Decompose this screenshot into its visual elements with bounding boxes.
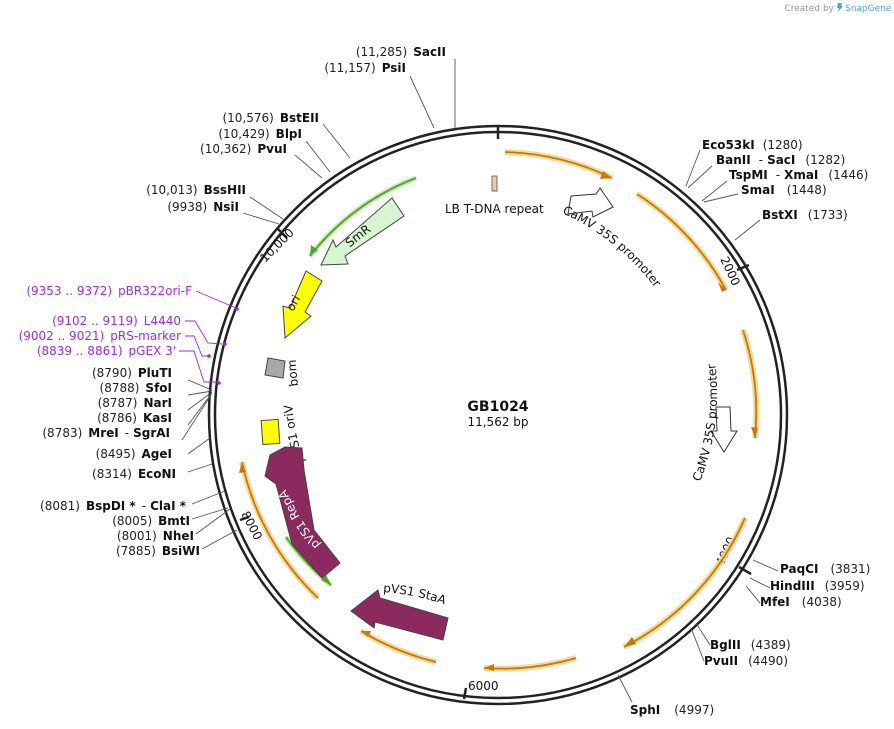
svg-text:Eco53kI(1280): Eco53kI(1280) <box>702 138 803 152</box>
orf-arrowhead-4 <box>624 637 636 647</box>
ori-label: ori <box>283 293 303 314</box>
credit-prefix: Created by <box>784 4 834 14</box>
svg-text:(8081)BspDI *-ClaI *: (8081)BspDI *-ClaI * <box>40 499 187 513</box>
svg-text:(8314)EcoNI: (8314)EcoNI <box>92 467 176 481</box>
svg-text:PvuII(4490): PvuII(4490) <box>704 654 788 668</box>
svg-text:SmaI(1448): SmaI(1448) <box>741 183 827 197</box>
svg-text:(8790)PluTI: (8790)PluTI <box>92 366 172 380</box>
primer-marks <box>207 307 239 385</box>
orf-arc-2 <box>636 193 727 291</box>
primer-labels: (9353 .. 9372)pBR322ori-F (9102 .. 9119)… <box>19 284 193 358</box>
svg-text:(8787)NarI: (8787)NarI <box>98 396 172 410</box>
svg-text:(10,576)BstEII: (10,576)BstEII <box>222 111 319 125</box>
ori-arrow <box>282 270 323 340</box>
pvs1-oriv-marker <box>260 418 281 446</box>
bom-label: bom <box>285 359 301 387</box>
svg-text:(11,157)PsiI: (11,157)PsiI <box>324 61 406 75</box>
svg-text:BglII(4389): BglII(4389) <box>710 638 791 652</box>
primer-leader-lines <box>179 290 237 383</box>
camv-promoter-1-label: CaMV 35S promoter <box>561 203 664 290</box>
svg-text:(10,013)BssHII: (10,013)BssHII <box>146 183 246 197</box>
svg-text:(10,362)PvuI: (10,362)PvuI <box>200 142 287 156</box>
svg-text:TspMI-XmaI(1446): TspMI-XmaI(1446) <box>729 168 868 182</box>
svg-text:(8001)NheI: (8001)NheI <box>117 529 194 543</box>
svg-text:(9102 .. 9119)L4440: (9102 .. 9119)L4440 <box>52 314 181 328</box>
pvs1-staa-arrow <box>350 589 449 641</box>
orf-arcs <box>239 149 760 672</box>
orf-arrowhead-2 <box>718 282 726 292</box>
orf-arrowhead-7 <box>239 462 246 473</box>
svg-text:BstXI(1733): BstXI(1733) <box>762 208 848 222</box>
svg-text:(9002 .. 9021)pRS-marker: (9002 .. 9021)pRS-marker <box>19 329 181 343</box>
svg-text:(8839 .. 8861)pGEX 3': (8839 .. 8861)pGEX 3' <box>37 344 176 358</box>
orf-arc-7 <box>241 461 319 599</box>
green-orf-arcs <box>283 175 417 587</box>
pvs1-repa-arrow <box>264 446 341 579</box>
svg-text:(9353 .. 9372)pBR322ori-F: (9353 .. 9372)pBR322ori-F <box>26 284 192 298</box>
svg-text:PaqCI(3831): PaqCI(3831) <box>780 562 870 576</box>
position-tick-marks <box>239 126 752 700</box>
orf-arrowhead-1 <box>600 171 612 179</box>
tick-label-6000: 6000 <box>468 679 499 693</box>
camv-promoter-2-label: CaMV 35S promoter <box>690 363 720 483</box>
lb-tdna-repeat-label: LB T-DNA repeat <box>445 202 544 216</box>
svg-text:(8005)BmtI: (8005)BmtI <box>112 514 190 528</box>
camv-promoter-1-arrow <box>567 187 614 218</box>
svg-text:(10,429)BlpI: (10,429)BlpI <box>218 127 302 141</box>
enzyme-leader-lines <box>181 59 779 703</box>
bom-marker <box>264 357 286 379</box>
enzyme-labels-left: (11,285)SacII (11,157)PsiI (10,576)BstEI… <box>40 45 446 558</box>
lb-tdna-repeat-marker <box>491 175 498 192</box>
enzyme-labels-right: Eco53kI(1280) BanII-SacI(1282) TspMI-Xma… <box>630 138 870 717</box>
orf-arc-4 <box>623 517 746 648</box>
orf-arrowhead-6 <box>361 631 371 637</box>
orf-arrowhead-3 <box>751 427 758 438</box>
orf-arrowhead-5 <box>484 664 494 671</box>
svg-text:MfeI(4038): MfeI(4038) <box>760 595 842 609</box>
svg-text:(7885)BsiWI: (7885)BsiWI <box>116 544 200 558</box>
plasmid-name: GB1024 <box>467 399 528 415</box>
svg-text:(9938)NsiI: (9938)NsiI <box>167 200 239 214</box>
svg-text:(11,285)SacII: (11,285)SacII <box>356 45 446 59</box>
snapgene-logo-icon <box>837 3 843 12</box>
camv-promoter-2-arrow <box>710 406 738 453</box>
smr-arrow <box>320 197 405 266</box>
svg-text:(8783)MreI-SgrAI: (8783)MreI-SgrAI <box>42 426 170 440</box>
svg-text:(8786)KasI: (8786)KasI <box>97 411 172 425</box>
svg-text:(8495)AgeI: (8495)AgeI <box>96 447 172 461</box>
plasmid-size: 11,562 bp <box>467 415 528 429</box>
svg-text:SphI(4997): SphI(4997) <box>630 703 714 717</box>
credit-brand: SnapGene <box>845 4 892 14</box>
svg-text:HindIII(3959): HindIII(3959) <box>770 579 865 593</box>
svg-text:(8788)SfoI: (8788)SfoI <box>100 381 172 395</box>
svg-text:BanII-SacI(1282): BanII-SacI(1282) <box>716 153 845 167</box>
